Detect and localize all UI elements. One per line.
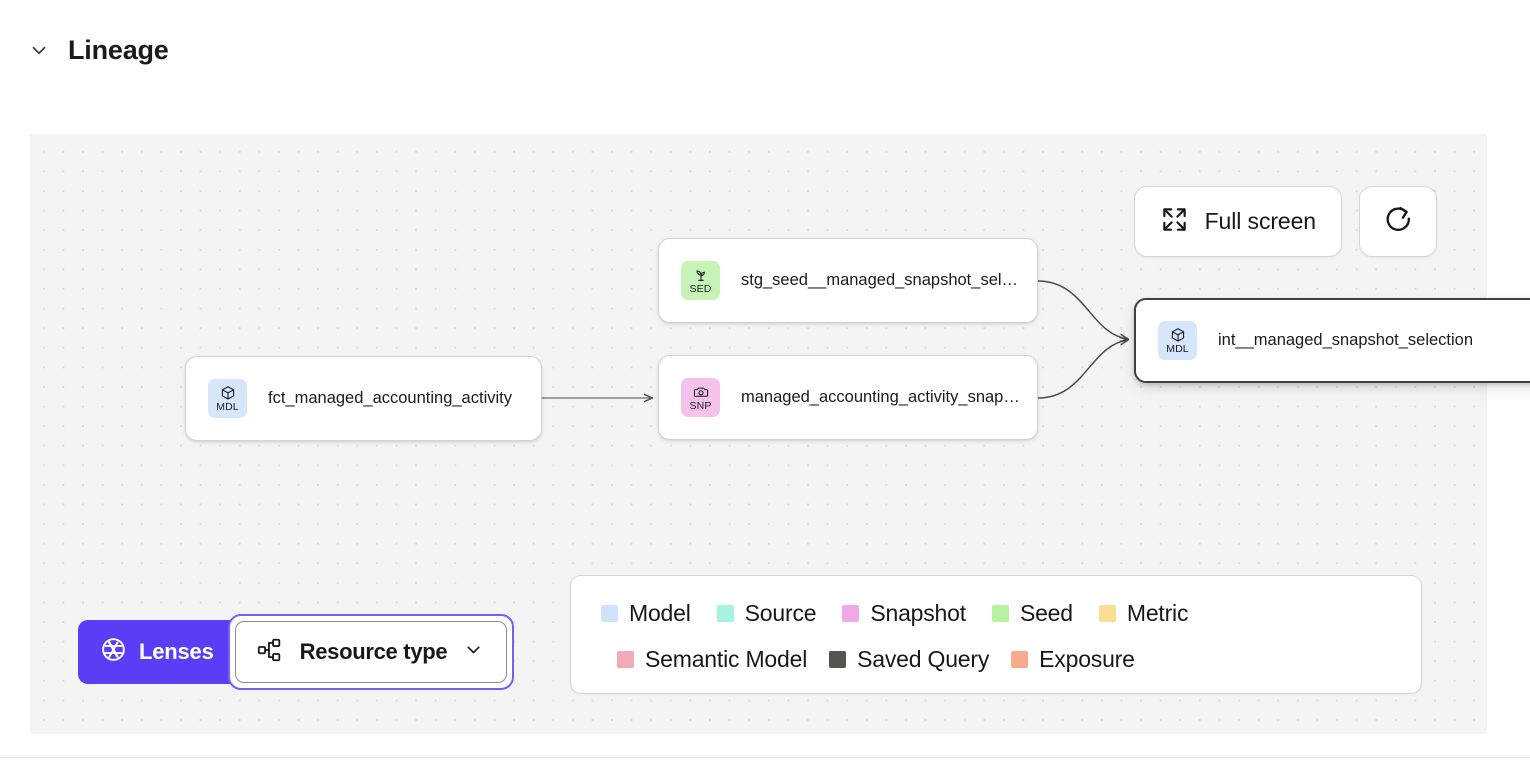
- legend-row-secondary: Semantic Model Saved Query Exposure: [571, 636, 1421, 682]
- legend-swatch-seed: [991, 604, 1009, 622]
- expand-arrows-icon: [1160, 205, 1189, 239]
- page-title: Lineage: [68, 34, 169, 65]
- legend-item-snapshot: Snapshot: [842, 600, 966, 627]
- legend-swatch-source: [716, 604, 734, 622]
- lineage-node-managed-accounting-activity-snapshot[interactable]: SNP managed_accounting_activity_snapshot: [658, 355, 1038, 440]
- chevron-down-icon: [28, 39, 50, 61]
- lenses-button[interactable]: Lenses: [78, 620, 234, 684]
- page-divider: [0, 757, 1530, 758]
- sprout-icon: [693, 266, 709, 283]
- node-type-badge-mdl: MDL: [208, 379, 247, 418]
- refresh-button[interactable]: [1359, 186, 1437, 257]
- resource-type-dropdown[interactable]: Resource type: [234, 621, 508, 683]
- lineage-controls: Lenses Resource type: [78, 614, 515, 690]
- legend-item-source: Source: [716, 599, 817, 627]
- legend-label: Source: [744, 599, 817, 626]
- legend-row-primary: Model Source Snapshot Seed Metric: [571, 590, 1421, 636]
- lenses-label: Lenses: [139, 639, 214, 664]
- node-label: int__managed_snapshot_selection: [1218, 331, 1474, 349]
- legend-label: Snapshot: [870, 599, 966, 626]
- legend-item-seed: Seed: [991, 599, 1073, 627]
- lineage-node-stg-seed-managed-snapshot-selection[interactable]: SED stg_seed__managed_snapshot_selecti..…: [658, 238, 1038, 323]
- edge-seed-to-int: [1037, 280, 1128, 339]
- legend-swatch-model: [601, 604, 618, 622]
- legend-label: Metric: [1126, 599, 1189, 626]
- legend-swatch-semantic-model: [617, 650, 634, 668]
- resource-type-label: Resource type: [299, 639, 448, 664]
- cube-icon: [220, 384, 236, 401]
- canvas-actions: Full screen: [1133, 186, 1437, 257]
- hierarchy-icon: [256, 636, 284, 669]
- legend-item-model: Model: [601, 600, 691, 627]
- node-type-badge-sed: SED: [681, 261, 720, 300]
- lineage-canvas[interactable]: MDL fct_managed_accounting_activity SED …: [30, 134, 1530, 734]
- node-type-badge-mdl: MDL: [1158, 321, 1197, 360]
- refresh-icon: [1383, 204, 1414, 240]
- legend-item-semantic-model: Semantic Model: [617, 646, 807, 673]
- legend-swatch-exposure: [1011, 650, 1029, 668]
- legend-swatch-saved-query: [829, 650, 847, 668]
- node-label: managed_accounting_activity_snapshot: [741, 388, 1021, 406]
- legend-label: Saved Query: [857, 645, 990, 672]
- legend-swatch-snapshot: [842, 604, 860, 622]
- full-screen-button[interactable]: Full screen: [1133, 186, 1342, 257]
- node-type-code: SED: [689, 283, 712, 295]
- lineage-node-fct-managed-accounting-activity[interactable]: MDL fct_managed_accounting_activity: [185, 356, 542, 441]
- full-screen-label: Full screen: [1204, 208, 1316, 234]
- lineage-section-header: Lineage: [0, 0, 1530, 100]
- legend-label: Model: [629, 599, 691, 626]
- node-label: fct_managed_accounting_activity: [268, 389, 512, 407]
- lineage-legend: Model Source Snapshot Seed Metric: [570, 575, 1422, 694]
- legend-item-metric: Metric: [1098, 599, 1189, 627]
- collapse-section-button[interactable]: [22, 33, 56, 67]
- node-type-code: MDL: [1166, 343, 1189, 355]
- cube-icon: [1170, 326, 1186, 343]
- node-label: stg_seed__managed_snapshot_selecti...: [741, 271, 1021, 289]
- legend-item-exposure: Exposure: [1011, 646, 1135, 673]
- resource-type-focus-ring: Resource type: [227, 614, 515, 690]
- node-type-code: SNP: [689, 400, 712, 412]
- legend-label: Semantic Model: [645, 645, 808, 672]
- legend-label: Exposure: [1039, 645, 1135, 672]
- legend-item-saved-query: Saved Query: [829, 646, 989, 673]
- lineage-node-int-managed-snapshot-selection[interactable]: MDL int__managed_snapshot_selection: [1134, 298, 1530, 383]
- edge-snapshot-to-int: [1037, 340, 1128, 399]
- legend-label: Seed: [1019, 599, 1073, 626]
- aperture-icon: [100, 636, 127, 668]
- node-type-badge-snp: SNP: [681, 378, 720, 417]
- camera-icon: [693, 383, 709, 400]
- legend-swatch-metric: [1098, 604, 1116, 622]
- node-type-code: MDL: [216, 401, 239, 413]
- chevron-down-icon: [463, 639, 484, 665]
